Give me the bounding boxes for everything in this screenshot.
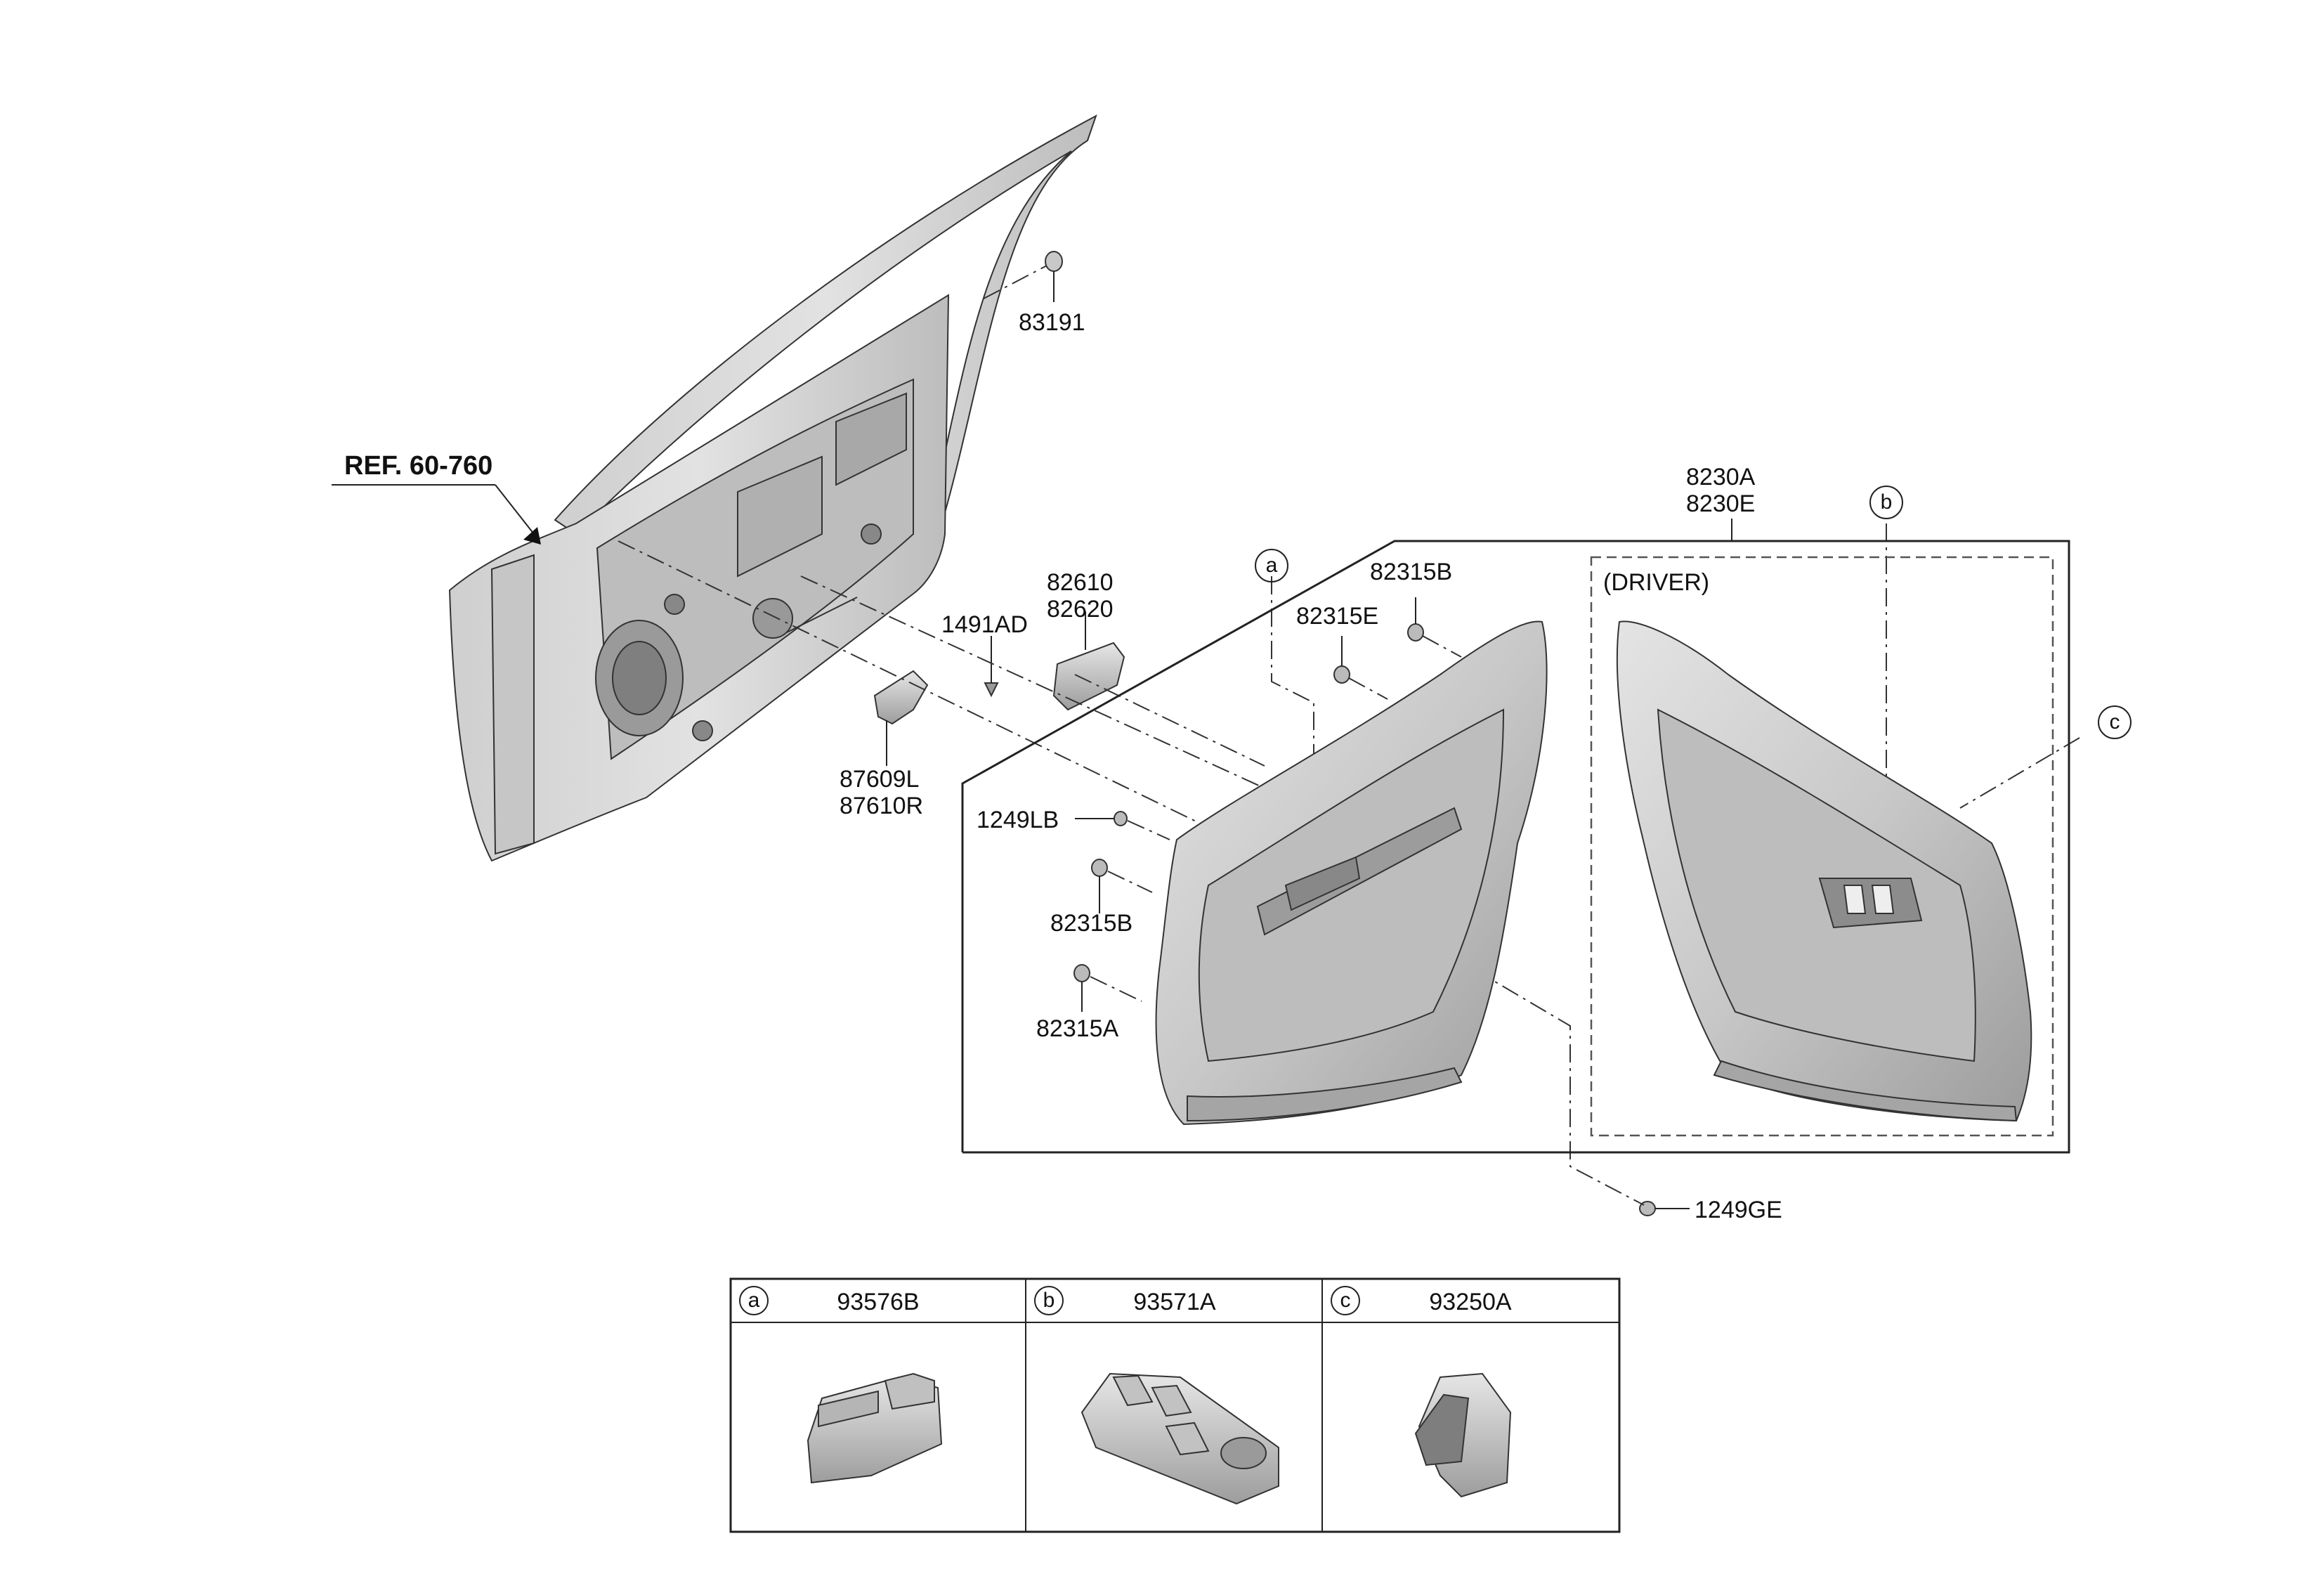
label-1491AD: 1491AD	[941, 611, 1028, 638]
label-87610R: 87610R	[840, 793, 923, 819]
label-driver: (DRIVER)	[1603, 569, 1709, 596]
clip-83191	[1045, 251, 1063, 302]
switch-93571A	[1081, 1372, 1279, 1505]
ref-callout: REF. 60-760	[332, 451, 541, 545]
table-col-a-key: a	[748, 1289, 760, 1312]
table-col-a-part: 93576B	[837, 1289, 919, 1315]
door-trim-panel-passenger	[1155, 620, 1548, 1126]
label-83191: 83191	[1019, 309, 1085, 336]
label-82315A: 82315A	[1036, 1015, 1119, 1042]
label-82315B-mid: 82315B	[1050, 910, 1132, 937]
fastener-1249LB	[1075, 811, 1128, 826]
ref-label: REF. 60-760	[344, 451, 492, 481]
table-col-c-part: 93250A	[1429, 1289, 1512, 1315]
fastener-82315B-mid	[1091, 859, 1108, 913]
label-82610: 82610	[1047, 569, 1114, 596]
label-82620: 82620	[1047, 596, 1114, 623]
label-1249LB: 1249LB	[977, 807, 1059, 833]
door-trim-panel-driver	[1616, 620, 2032, 1122]
fastener-1491AD	[984, 636, 999, 698]
svg-text:c: c	[2110, 710, 2120, 734]
fastener-82315B-top	[1407, 597, 1424, 642]
table-col-a: a 93576B	[739, 1286, 943, 1484]
parts-table: a 93576B b 93571A c 9325	[729, 1277, 1621, 1533]
callout-c: c	[2098, 705, 2132, 739]
table-col-b-part: 93571A	[1133, 1289, 1216, 1315]
fastener-1249GE	[1639, 1201, 1690, 1216]
label-82315B-top: 82315B	[1370, 559, 1452, 585]
label-8230A: 8230A	[1686, 464, 1756, 490]
label-1249GE: 1249GE	[1695, 1197, 1782, 1223]
fastener-82315A	[1073, 964, 1090, 1012]
callout-b: b	[1869, 486, 1903, 519]
table-col-c: c 93250A	[1331, 1286, 1512, 1498]
bracket-87609L	[873, 670, 929, 766]
door-shell	[448, 114, 1097, 862]
switch-93250A	[1414, 1372, 1512, 1498]
label-87609L: 87609L	[840, 766, 919, 793]
svg-text:b: b	[1881, 490, 1893, 514]
fastener-82315E	[1333, 636, 1350, 684]
label-8230E: 8230E	[1686, 490, 1755, 517]
table-col-b-key: b	[1043, 1289, 1055, 1312]
table-col-c-key: c	[1340, 1289, 1351, 1312]
switch-93576B	[807, 1372, 943, 1484]
callout-a: a	[1255, 549, 1288, 583]
label-82315E: 82315E	[1296, 603, 1378, 630]
handle-82610	[1052, 611, 1125, 711]
table-col-b: b 93571A	[1034, 1286, 1279, 1505]
svg-text:a: a	[1266, 554, 1278, 577]
